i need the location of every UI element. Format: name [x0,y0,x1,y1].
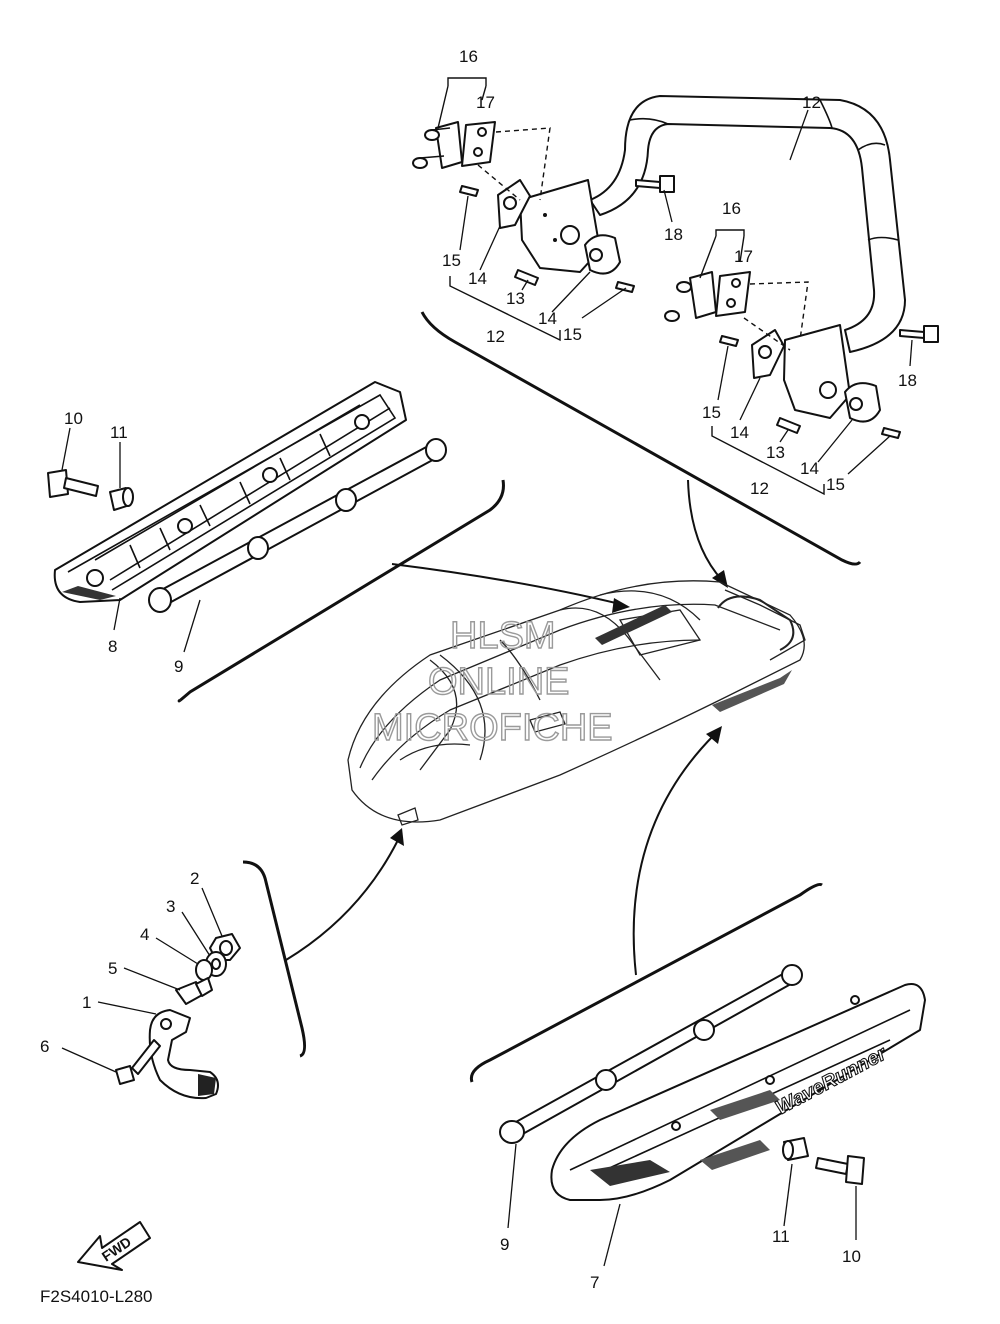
plate-17-right [715,271,751,317]
watermark-line-3: MICROFICHE [372,707,613,749]
leaders-grab-handle [459,109,913,475]
callout-5: 5 [108,959,117,978]
callout-15: 15 [702,403,721,422]
callout-17: 17 [476,93,495,112]
hull-rail-left [595,605,672,645]
plate-17-left [461,121,496,167]
rail-cover-8 [53,381,407,603]
collar-11-left [109,487,134,511]
bracket-16-17-top [437,77,487,129]
grab-handle-12 [589,95,906,353]
bolt-18-a [635,175,675,193]
callout-11: 11 [772,1227,790,1246]
callout-14: 14 [538,309,557,328]
pointer-grab-handle [687,479,723,581]
callout-10: 10 [64,409,83,428]
leaders-left-rail [61,427,201,653]
callout-12: 12 [750,479,769,498]
screw-15-left-a [459,185,479,197]
callout-8: 8 [108,637,117,656]
clamp-14-left-a [497,179,531,229]
callout-18: 18 [898,371,917,390]
pointer-right-rail-head [706,726,722,744]
watermark-line-1: HLSM [450,615,556,657]
callout-11: 11 [110,423,128,442]
callout-1: 1 [82,993,91,1012]
bracket-12-15-right [711,426,825,496]
hull-rail-right [712,670,792,712]
tow-hook-1 [148,1009,219,1100]
screw-6 [115,1039,161,1085]
rubber-strip-9-right [499,964,803,1144]
callout-15: 15 [563,325,582,344]
damper-16-right [664,271,717,322]
pointer-left-rail-head [612,598,630,613]
bolt-5 [175,977,213,1005]
screw-15-right-b [881,427,901,439]
clamp-14-left-b [584,234,621,275]
rail-cover-7: WaveRunner [550,983,926,1201]
bracket-12-15-left [449,276,561,342]
group-line-grab-handle [420,311,862,566]
callout-2: 2 [190,869,199,888]
damper-16-left [412,121,463,169]
pointer-tow-hook-head [390,828,404,846]
callout-15: 15 [442,251,461,270]
drawing-code: F2S4010-L280 [40,1287,152,1306]
callout-12: 12 [486,327,505,346]
dashed-line-left [477,127,551,201]
washer-4 [195,959,213,981]
callout-15: 15 [826,475,845,494]
bolt-10-right [815,1155,865,1185]
bolt-10-left [47,469,99,498]
callout-9: 9 [174,657,183,676]
pointer-tow-hook [285,839,399,961]
watermark-line-2: ONLINE [428,661,569,703]
dashed-line-right [743,281,809,351]
mount-plate-left [519,179,601,273]
pin-13-left [514,269,539,286]
callout-9: 9 [500,1235,509,1254]
callout-6: 6 [40,1037,49,1056]
rubber-strip-9-left [148,438,447,613]
group-line-right-rail [469,883,823,1083]
leaders-right-rail [507,1143,857,1267]
mount-plate-right [783,324,851,419]
clamp-14-right-b [844,382,881,423]
bracket-16-17-right [699,229,745,279]
leaders-tow-hook [61,887,223,1073]
bolt-18-b [899,325,939,343]
callout-13: 13 [506,289,525,308]
hull-grab-handle-mount [717,595,795,651]
group-line-tow-hook [242,860,307,1058]
pointer-right-rail [632,734,715,976]
callout-14: 14 [468,269,487,288]
pointer-left-rail [391,563,621,605]
callout-3: 3 [166,897,175,916]
callout-13: 13 [766,443,785,462]
callout-10: 10 [842,1247,861,1266]
screw-15-right-a [719,335,739,347]
screw-15-left-b [615,281,635,293]
callout-17: 17 [734,247,753,266]
callout-7: 7 [590,1273,599,1292]
callout-16: 16 [459,47,478,66]
callout-14: 14 [730,423,749,442]
collar-11-right [782,1137,809,1161]
callout-14: 14 [800,459,819,478]
pin-13-right [776,417,801,434]
group-line-left-rail [177,479,505,703]
clamp-14-right-a [751,329,785,379]
forward-direction-arrow: FWD [77,1221,151,1271]
callout-16: 16 [722,199,741,218]
callout-4: 4 [140,925,149,944]
hull-body [347,580,806,826]
callout-18: 18 [664,225,683,244]
callout-12: 12 [802,93,821,112]
